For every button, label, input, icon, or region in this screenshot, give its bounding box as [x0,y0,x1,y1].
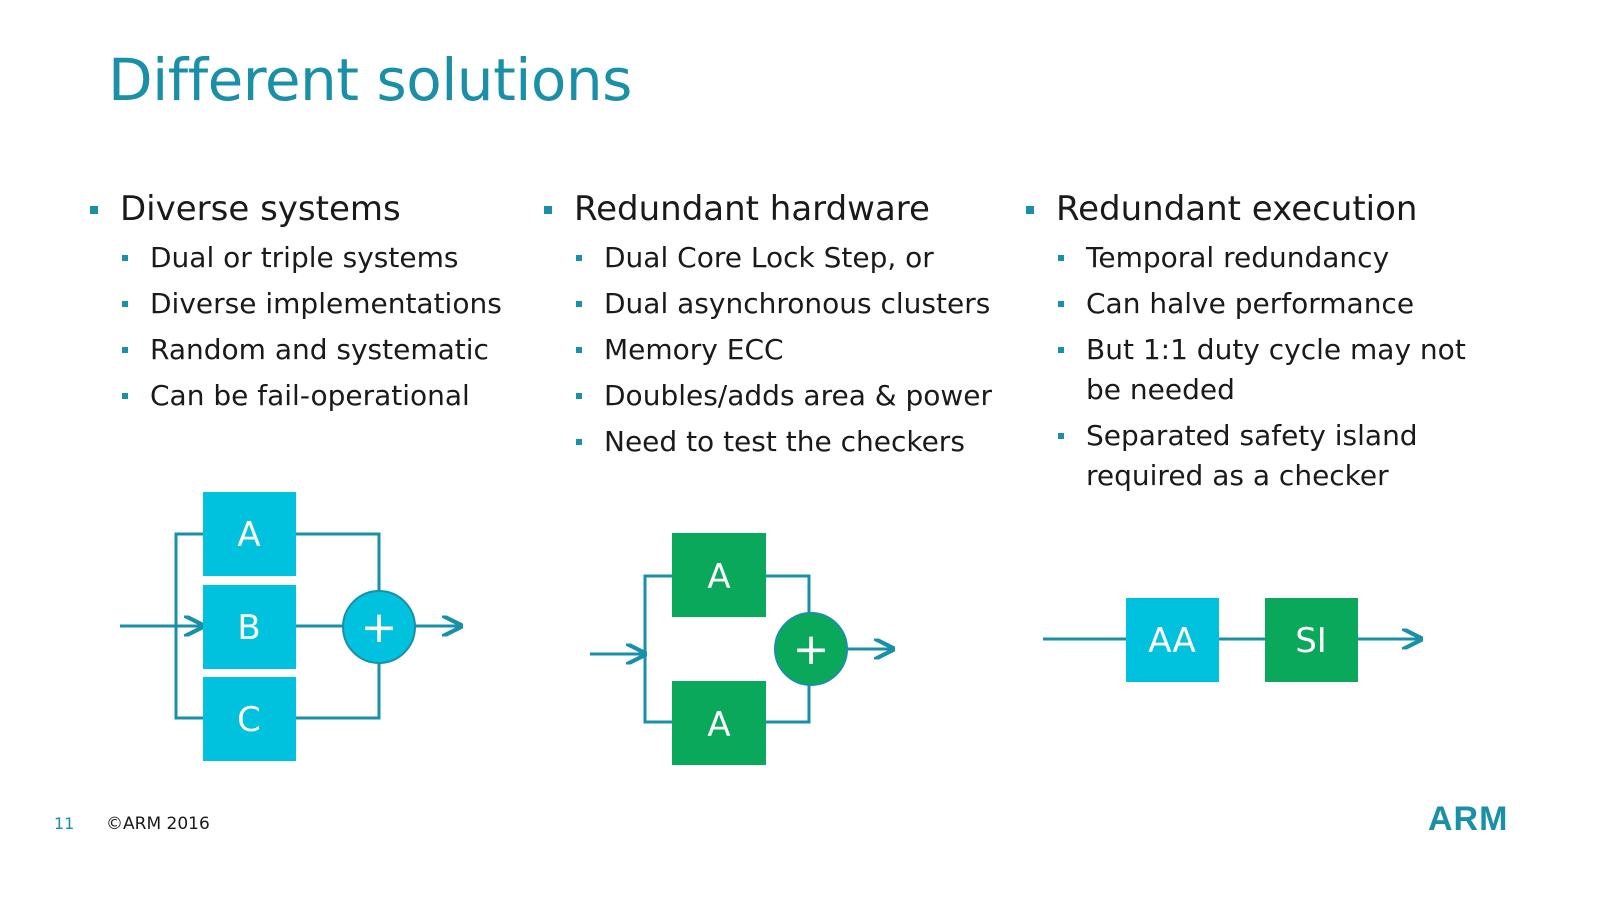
box-label: SI [1295,621,1327,661]
box-a-primary [672,533,766,617]
fanout-line [643,574,672,724]
combiner-circle [342,590,416,664]
diagram-redundant-hardware [590,574,893,724]
bullet-item: Dual asynchronous clusters [574,284,992,324]
bullet-item: Separated safety island required as a ch… [1056,416,1466,496]
bullet-heading: Diverse systems [90,186,502,232]
box-a [203,492,296,576]
box-label: A [707,705,730,745]
bullet-item-line: required as a checker [1086,459,1389,492]
bullet-item: Can halve performance [1056,284,1466,324]
plus-icon: + [361,602,398,653]
box-label: B [237,608,260,648]
box-aa [1126,598,1219,682]
bullet-item: Random and systematic [120,330,502,370]
copyright: ©ARM 2016 [106,814,210,834]
combiner-circle [774,612,848,686]
diagram-diverse-systems [120,532,461,720]
box-label: AA [1148,621,1195,661]
box-c [203,677,296,761]
bullet-item: Can be fail-operational [120,376,502,416]
merge-line-top [296,532,381,592]
column-redundant-execution: Redundant execution Temporal redundancy … [1026,186,1466,496]
box-label: A [237,515,260,555]
merge-line-bottom [766,684,811,724]
merge-line-bottom [296,662,381,720]
bullet-item: Temporal redundancy [1056,238,1466,278]
box-b [203,585,296,669]
box-label: A [707,557,730,597]
box-a-redundant [672,681,766,765]
bullet-item-line: be needed [1086,373,1235,406]
bullet-item: Need to test the checkers [574,422,992,462]
arm-logo: ARM [1428,800,1509,838]
page-number: 11 [54,814,75,833]
bullet-item: Diverse implementations [120,284,502,324]
bullet-item: Doubles/adds area & power [574,376,992,416]
box-label: C [237,700,261,740]
merge-line-top [766,574,811,614]
bullet-heading: Redundant hardware [544,186,992,232]
page-title: Different solutions [108,46,632,114]
column-diverse-systems: Diverse systems Dual or triple systems D… [90,186,502,416]
column-redundant-hardware: Redundant hardware Dual Core Lock Step, … [544,186,992,462]
bullet-item-line: Separated safety island [1086,419,1418,452]
bullet-item: Dual Core Lock Step, or [574,238,992,278]
bullet-heading: Redundant execution [1026,186,1466,232]
bullet-item-line: But 1:1 duty cycle may not [1086,333,1466,366]
bullet-item: Dual or triple systems [120,238,502,278]
plus-icon: + [793,624,830,675]
bullet-item: Memory ECC [574,330,992,370]
box-si [1265,598,1358,682]
bullet-item: But 1:1 duty cycle may not be needed [1056,330,1466,410]
fanout-line [174,532,203,720]
